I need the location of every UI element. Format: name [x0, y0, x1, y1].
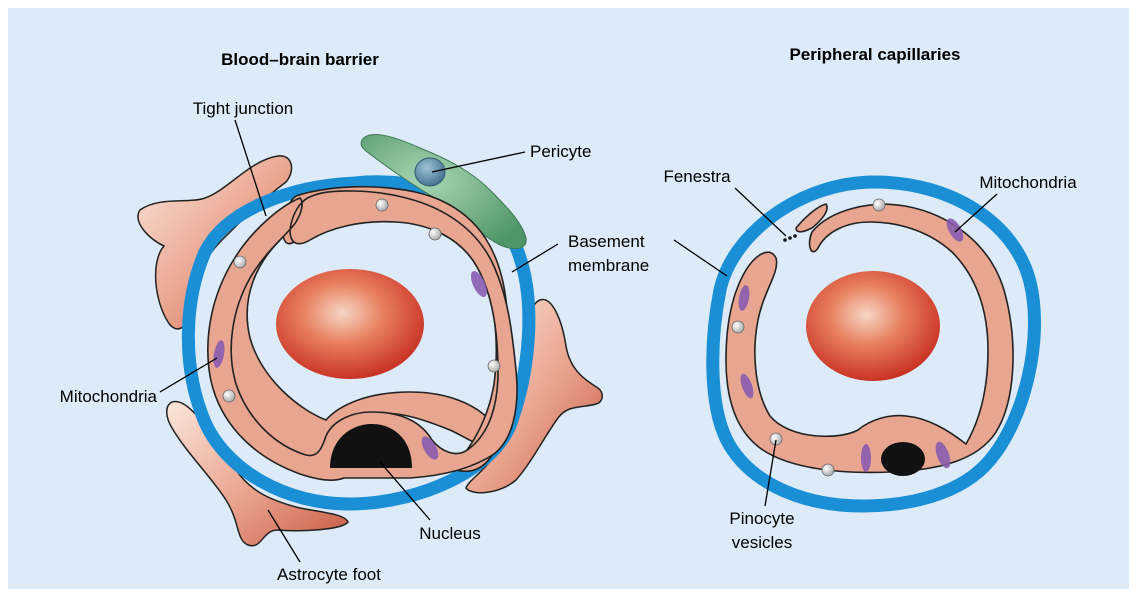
label-pericyte: Pericyte	[530, 142, 591, 161]
label-pinocyte-vesicles-line2: vesicles	[732, 533, 792, 552]
label-basement-membrane-line2: membrane	[568, 256, 649, 275]
label-pinocyte-vesicles-line1: Pinocyte	[729, 509, 794, 528]
label-mitochondria-left: Mitochondria	[60, 387, 158, 406]
label-nucleus: Nucleus	[419, 524, 480, 543]
label-tight-junction: Tight junction	[193, 99, 293, 118]
peripheral-title: Peripheral capillaries	[789, 45, 960, 64]
label-fenestra: Fenestra	[663, 167, 731, 186]
pericyte-nucleus	[415, 158, 445, 186]
nucleus-right	[881, 442, 925, 476]
label-mitochondria-right: Mitochondria	[979, 173, 1077, 192]
bbb-title: Blood–brain barrier	[221, 50, 379, 69]
red-blood-cell-right	[806, 271, 940, 381]
label-astrocyte-foot: Astrocyte foot	[277, 565, 381, 584]
label-basement-membrane-line1: Basement	[568, 232, 645, 251]
red-blood-cell-left	[276, 269, 424, 379]
